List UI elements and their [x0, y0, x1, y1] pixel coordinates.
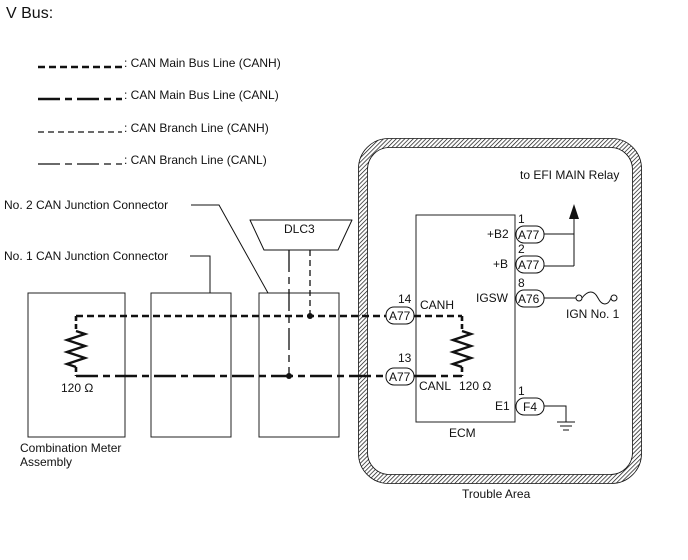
ecm-canl-pin-label: CANL [419, 379, 451, 393]
ecm-canl-connector [385, 367, 415, 386]
combination-meter-label-line1: Combination Meter [20, 441, 121, 455]
e1-connector-id: F4 [523, 400, 537, 414]
combination-meter-label-line2: Assembly [20, 455, 72, 469]
trouble-area-label: Trouble Area [462, 487, 531, 501]
efi-main-relay-label: to EFI MAIN Relay [520, 168, 619, 182]
diagram-title: V Bus: [6, 5, 53, 22]
ecm-canh-connector [385, 306, 415, 325]
ecm-canl-pin-number: 13 [398, 351, 412, 365]
e1-pin-name: E1 [495, 399, 510, 413]
b-connector-id: A77 [518, 258, 540, 272]
ign-fuse-terminal-left [575, 294, 583, 302]
dlc3-connector [249, 219, 353, 251]
b2-pin-number: 1 [518, 212, 525, 226]
meter-resistor-value: 120 Ω [61, 381, 93, 395]
igsw-pin-number: 8 [518, 276, 525, 290]
ecm-canh-pin-label: CANH [420, 298, 454, 312]
ecm-terminating-resistor [449, 329, 475, 369]
trouble-area-border [358, 138, 642, 484]
ecm-resistor-value: 120 Ω [459, 379, 491, 393]
no1-junction-leader [190, 255, 211, 293]
no2-junction-connector-box [258, 292, 340, 438]
no1-junction-connector-label: No. 1 CAN Junction Connector [4, 249, 168, 263]
legend: : CAN Main Bus Line (CANH) : CAN Main Bu… [38, 56, 281, 167]
no1-junction-connector-box [150, 292, 232, 438]
combination-meter-box [27, 292, 126, 438]
no2-junction-leader [191, 204, 269, 294]
e1-ground-wire [544, 405, 567, 422]
dlc3-canh-splice [307, 313, 313, 319]
dlc3-canl-splice [286, 373, 292, 379]
igsw-connector-id: A76 [518, 292, 540, 306]
trouble-area-inner-edge [367, 147, 633, 475]
legend-label-branch-canh: : CAN Branch Line (CANH) [124, 121, 269, 135]
ecm-box [415, 214, 516, 423]
meter-terminating-resistor [63, 329, 89, 369]
b-connector [515, 255, 545, 274]
b2-connector-id: A77 [518, 228, 540, 242]
efi-relay-arrow [569, 204, 579, 219]
ign-fuse-label: IGN No. 1 [566, 307, 620, 321]
ecm-canh-connector-id: A77 [389, 309, 411, 323]
legend-label-branch-canl: : CAN Branch Line (CANL) [124, 153, 267, 167]
igsw-pin-name: IGSW [476, 291, 509, 305]
e1-pin-number: 1 [518, 384, 525, 398]
b-pin-number: 2 [518, 242, 525, 256]
ecm-label: ECM [449, 426, 476, 440]
b-pin-name: +B [493, 257, 508, 271]
legend-label-main-canh: : CAN Main Bus Line (CANH) [124, 56, 281, 70]
ign-fuse-icon [581, 291, 612, 305]
ecm-canl-connector-id: A77 [389, 370, 411, 384]
ground-icon [557, 421, 575, 431]
dlc3-label: DLC3 [284, 222, 315, 236]
ign-fuse-terminal-right [610, 294, 618, 302]
ecm-canh-pin-number: 14 [398, 292, 412, 306]
b2-pin-name: +B2 [487, 227, 509, 241]
trouble-area-outer-edge [358, 138, 642, 484]
legend-label-main-canl: : CAN Main Bus Line (CANL) [124, 88, 279, 102]
no2-junction-connector-label: No. 2 CAN Junction Connector [4, 198, 168, 212]
